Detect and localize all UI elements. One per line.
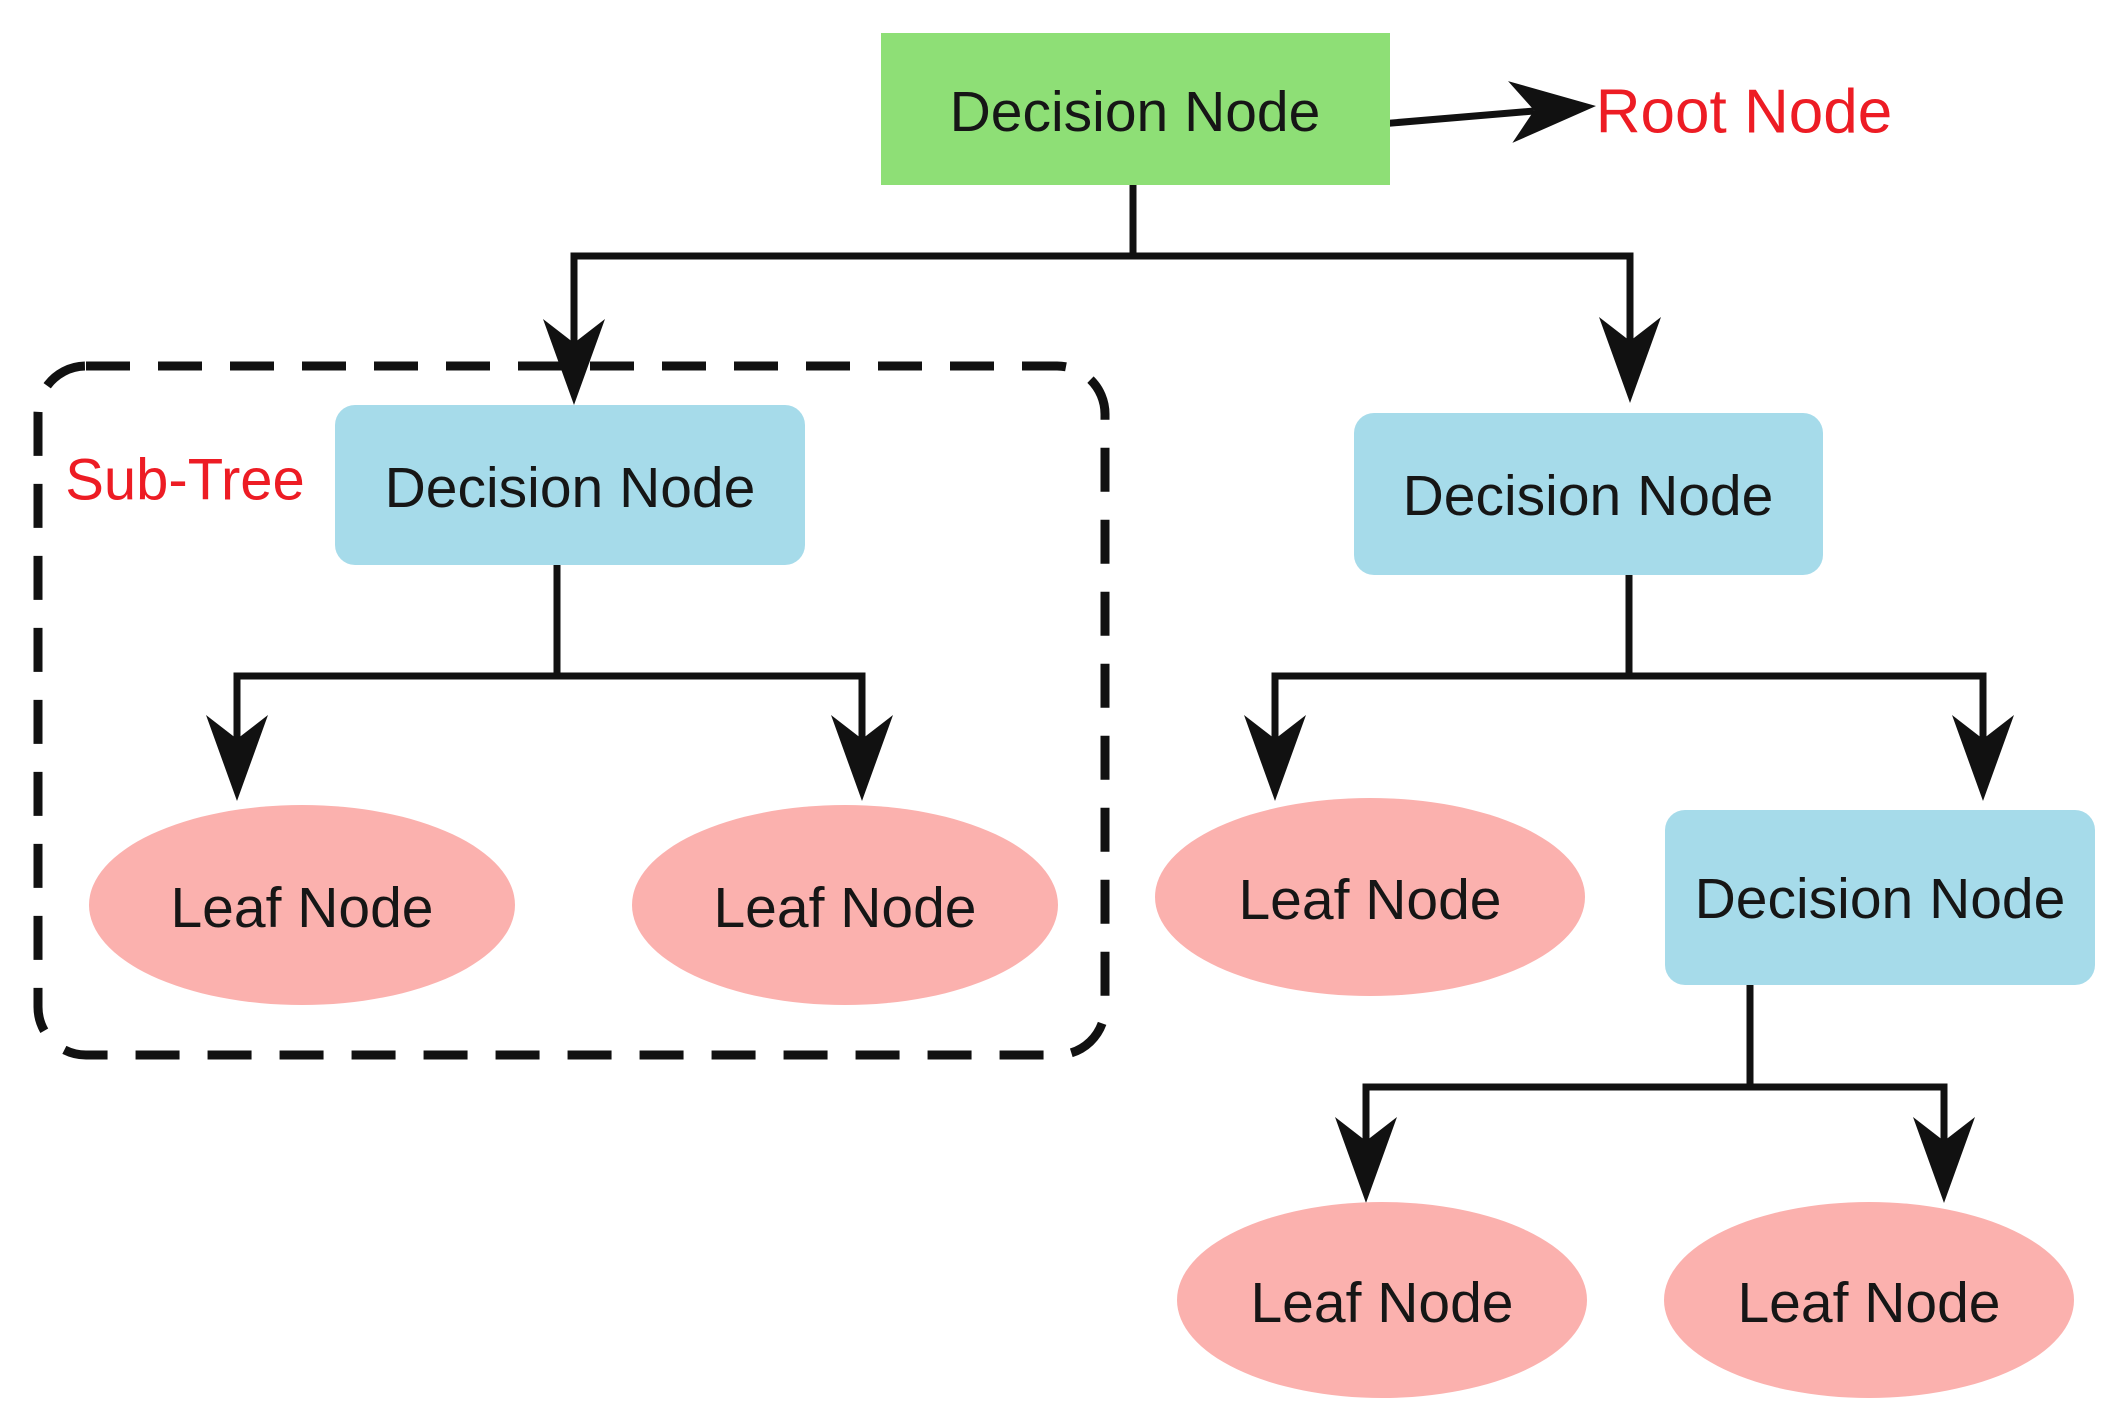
connector-root-branches <box>570 185 1634 348</box>
bottom-leaf-node-2 <box>1664 1202 2074 1398</box>
bottom-leaf-node-1-label: Leaf Node <box>1250 1271 1513 1335</box>
arrowhead-into-left-decision <box>543 319 605 405</box>
left-leaf-node-2-label: Leaf Node <box>713 876 976 940</box>
arrowheads <box>206 81 2014 1203</box>
right-decision-node <box>1354 413 1823 575</box>
root-node-annotation: Root Node <box>1596 78 1892 147</box>
arrowhead-into-bottom-leaf-2 <box>1913 1117 1975 1203</box>
connector-left-subtree <box>233 563 866 742</box>
left-leaf-node-2 <box>632 805 1058 1005</box>
lower-right-decision-node-label: Decision Node <box>1695 867 2066 931</box>
lower-right-decision-node <box>1665 810 2095 985</box>
left-decision-node <box>335 405 805 565</box>
right-decision-node-label: Decision Node <box>1403 464 1774 528</box>
arrowhead-into-right-leaf <box>1244 715 1306 801</box>
subtree-annotation: Sub-Tree <box>65 448 305 513</box>
right-leaf-node <box>1155 798 1585 996</box>
arrowhead-root-annotation <box>1508 81 1596 143</box>
arrowhead-into-left-leaf-2 <box>831 715 893 801</box>
subtree-boundary <box>33 361 1110 1060</box>
root-decision-node <box>881 33 1390 185</box>
connector-right-subtree <box>1271 573 1987 742</box>
connector-lower-right-subtree <box>1362 983 1948 1144</box>
left-leaf-node-1 <box>89 805 515 1005</box>
left-decision-node-label: Decision Node <box>385 456 756 520</box>
arrowhead-into-lower-right-decision <box>1952 715 2014 801</box>
tree-connectors <box>233 107 1987 1144</box>
arrowhead-into-left-leaf-1 <box>206 715 268 801</box>
arrowhead-into-right-decision <box>1599 317 1661 403</box>
bottom-leaf-node-1 <box>1177 1202 1587 1398</box>
left-leaf-node-1-label: Leaf Node <box>170 876 433 940</box>
connector-root-annotation-line <box>1379 107 1535 128</box>
arrowhead-into-bottom-leaf-1 <box>1335 1117 1397 1203</box>
root-decision-node-label: Decision Node <box>950 80 1321 144</box>
right-leaf-node-label: Leaf Node <box>1238 868 1501 932</box>
bottom-leaf-node-2-label: Leaf Node <box>1737 1271 2000 1335</box>
